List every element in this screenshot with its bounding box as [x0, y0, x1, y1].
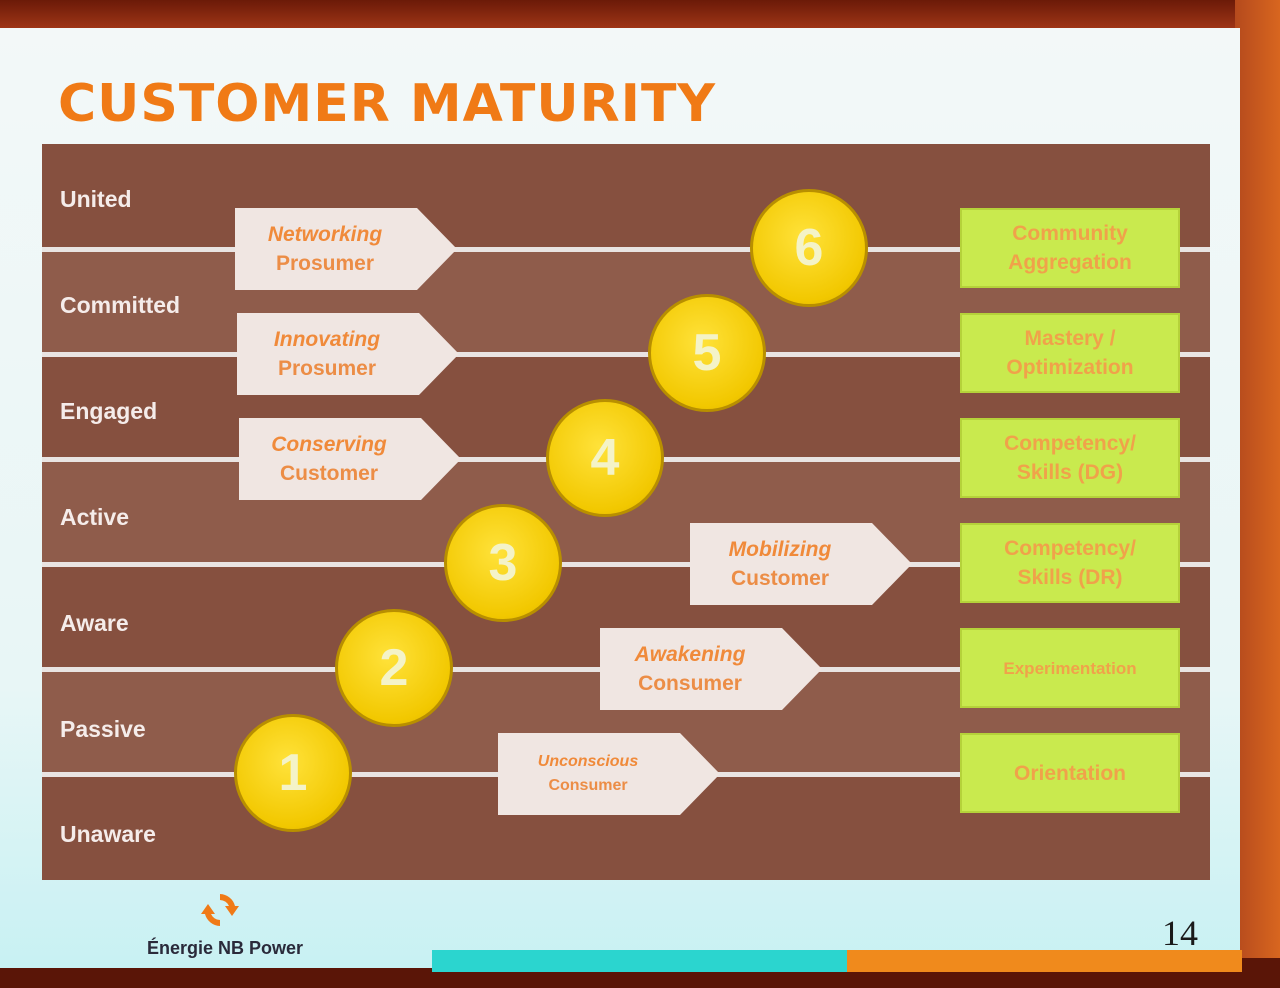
level-label-passive: Passive — [60, 716, 146, 742]
stage-number-2: 2 — [335, 609, 453, 727]
nb-power-logo: Énergie NB Power — [120, 886, 330, 986]
stage-arrow-4-line2: Customer — [279, 462, 379, 485]
stage-result-3-line1: Competency/ — [1004, 537, 1136, 560]
level-label-unaware: Unaware — [60, 821, 156, 847]
background-right — [1235, 0, 1280, 988]
stage-arrow-3-line1: Mobilizing — [728, 538, 832, 561]
level-label-active: Active — [60, 504, 130, 530]
stage-arrow-5-line2: Prosumer — [277, 357, 377, 380]
stage-result-2: Experimentation — [960, 628, 1180, 708]
stage-arrow-2-line1: Awakening — [634, 643, 746, 666]
maturity-diagram: United Committed Engaged Active Aware Pa… — [42, 144, 1210, 880]
stage-line-3 — [42, 562, 1210, 567]
stage-result-5: Mastery / Optimization — [960, 313, 1180, 393]
stage-number-6: 6 — [750, 189, 868, 307]
level-label-united: United — [60, 186, 132, 212]
stage-result-6-line2: Aggregation — [1008, 251, 1132, 274]
stage-number-5: 5 — [648, 294, 766, 412]
stage-arrow-5-line1: Innovating — [273, 328, 381, 351]
stage-number-3: 3 — [444, 504, 562, 622]
stage-arrow-4-line1: Conserving — [271, 433, 387, 456]
slide: CUSTOMER MATURITY United Committed Engag… — [0, 28, 1240, 968]
stage-result-6-line1: Community — [1012, 222, 1128, 245]
stage-number-4: 4 — [546, 399, 664, 517]
level-label-committed: Committed — [60, 292, 181, 318]
stage-arrow-1-line2: Consumer — [548, 777, 628, 794]
stage-result-3: Competency/ Skills (DR) — [960, 523, 1180, 603]
footer-bar-teal — [432, 950, 847, 972]
stage-arrow-6-line1: Networking — [267, 223, 383, 246]
stage-line-6 — [42, 247, 1210, 252]
stage-result-6: Community Aggregation — [960, 208, 1180, 288]
page-number: 14 — [1162, 913, 1198, 953]
stage-result-2-line1: Experimentation — [1003, 658, 1137, 678]
stage-result-4: Competency/ Skills (DG) — [960, 418, 1180, 498]
stage-result-4-line1: Competency/ — [1004, 432, 1136, 455]
stage-arrow-1-line1: Unconscious — [537, 753, 639, 770]
level-label-aware: Aware — [60, 610, 129, 636]
stage-arrow-2-line2: Consumer — [638, 672, 742, 695]
level-label-engaged: Engaged — [60, 398, 158, 424]
recycle-arrows-icon — [201, 894, 239, 926]
stage-number-1: 1 — [234, 714, 352, 832]
stage-result-5-line2: Optimization — [1006, 356, 1134, 379]
stage-arrow-3-line2: Customer — [730, 567, 830, 590]
slide-title: CUSTOMER MATURITY — [58, 74, 717, 134]
logo-text: Énergie NB Power — [146, 938, 304, 958]
stage-result-1: Orientation — [960, 733, 1180, 813]
stage-arrow-6-line2: Prosumer — [275, 252, 375, 275]
stage-line-5 — [42, 352, 1210, 357]
stage-result-3-line2: Skills (DR) — [1017, 566, 1123, 589]
stage-result-1-line1: Orientation — [1013, 761, 1126, 785]
footer-bar-orange — [847, 950, 1242, 972]
stage-result-5-line1: Mastery / — [1024, 327, 1116, 350]
stage-result-4-line2: Skills (DG) — [1016, 461, 1124, 484]
